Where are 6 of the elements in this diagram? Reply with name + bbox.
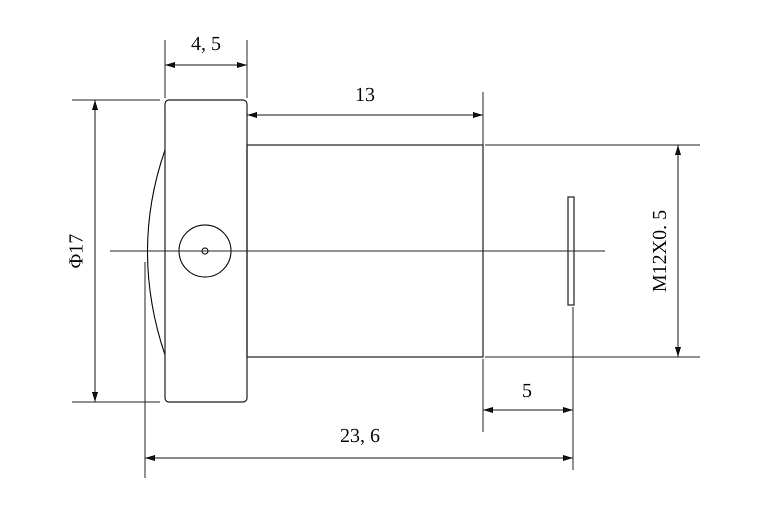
dimension-label: 13 [355, 85, 375, 105]
dimension-label: 5 [522, 381, 532, 401]
dimension-label: 23, 6 [340, 426, 380, 446]
dimension-label: M12X0. 5 [650, 210, 670, 292]
dimension-label: 4, 5 [191, 34, 221, 54]
dimension-label: Φ17 [66, 234, 86, 268]
